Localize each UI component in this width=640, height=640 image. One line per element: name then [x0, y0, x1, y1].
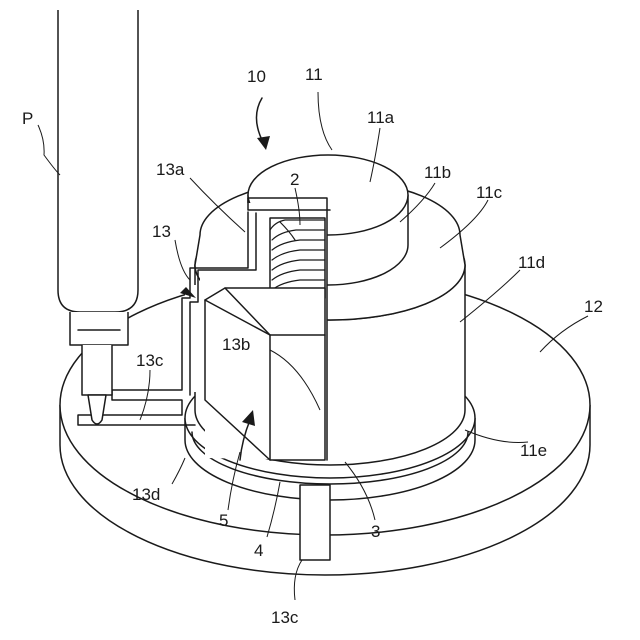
bottom-tab-13c: [300, 485, 330, 560]
label-10: 10: [247, 67, 266, 86]
label-13a: 13a: [156, 160, 185, 179]
threaded-bolt-2: [270, 218, 325, 298]
label-11d: 11d: [518, 253, 545, 272]
label-13: 13: [152, 222, 171, 241]
label-3: 3: [371, 522, 380, 541]
label-11c: 11c: [476, 183, 503, 202]
label-13c-left: 13c: [136, 351, 164, 370]
label-11b: 11b: [424, 163, 451, 182]
label-11e: 11e: [520, 441, 547, 460]
label-11a: 11a: [367, 108, 395, 127]
label-12: 12: [584, 297, 603, 316]
arrow-10: [256, 98, 270, 150]
label-13d: 13d: [132, 485, 160, 504]
label-5: 5: [219, 511, 228, 530]
label-4: 4: [254, 541, 263, 560]
label-11: 11: [305, 65, 323, 84]
label-2: 2: [290, 170, 299, 189]
label-13b: 13b: [222, 335, 250, 354]
label-13c-bottom: 13c: [271, 608, 299, 627]
label-p: P: [22, 109, 33, 128]
